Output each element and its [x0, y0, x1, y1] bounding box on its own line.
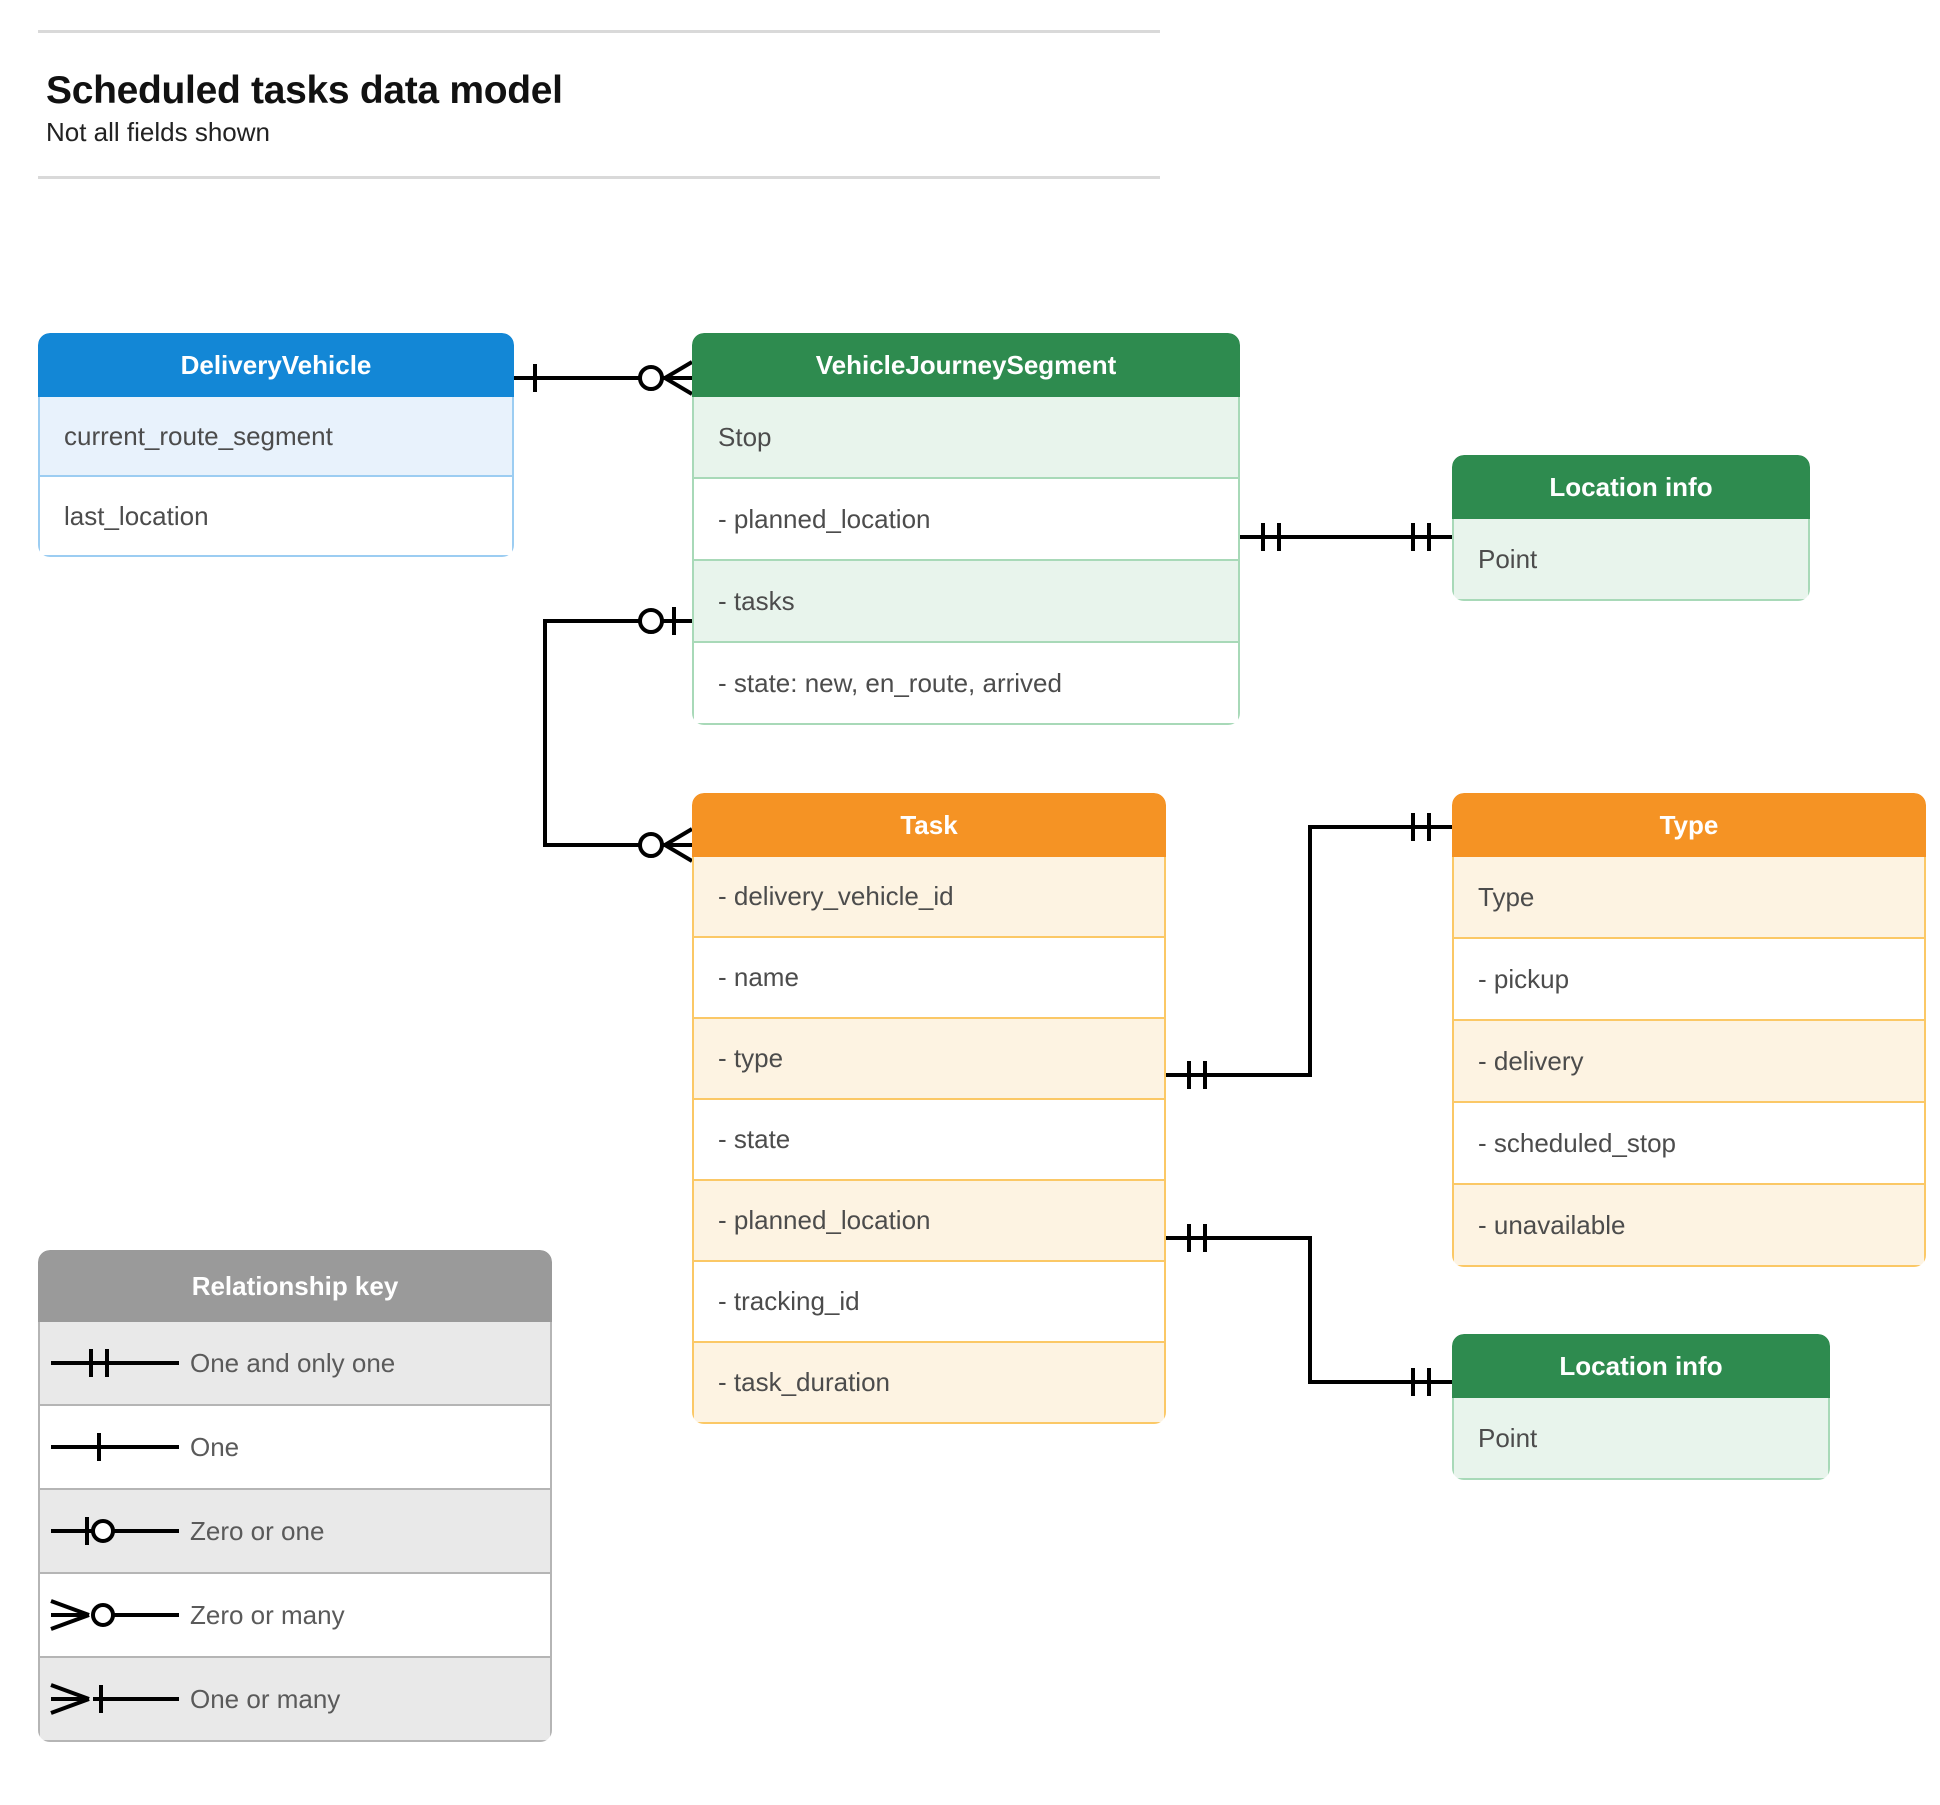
legend-label-4: One or many [190, 1683, 341, 1714]
entity-deliveryvehicle-row-1[interactable]: last_location [38, 477, 514, 557]
header-rule-bottom [38, 176, 1160, 179]
legend-label-2: Zero or one [190, 1515, 325, 1546]
one-icon [40, 1427, 190, 1467]
entity-location-info-bottom-row-0[interactable]: Point [1452, 1398, 1830, 1480]
connector-vjs-tasks-task [543, 619, 692, 847]
legend-header: Relationship key [38, 1250, 552, 1322]
entity-type-row-4[interactable]: - unavailable [1452, 1185, 1926, 1267]
entity-task-header: Task [692, 793, 1166, 857]
entity-task-row-3[interactable]: - state [692, 1100, 1166, 1181]
page-title: Scheduled tasks data model [46, 69, 563, 112]
entity-deliveryvehicle[interactable]: DeliveryVehicle current_route_segment la… [38, 333, 514, 557]
entity-location-info-top-header: Location info [1452, 455, 1810, 519]
legend-item-one-or-many[interactable]: One or many [38, 1658, 552, 1742]
marker-crow-task-a [663, 827, 694, 847]
entity-task-row-6[interactable]: - task_duration [692, 1343, 1166, 1424]
entity-location-info-bottom[interactable]: Location info Point [1452, 1334, 1830, 1480]
entity-vjs-row-1[interactable]: - planned_location [692, 479, 1240, 561]
one-or-many-icon [40, 1679, 190, 1719]
legend-item-one-and-only-one[interactable]: One and only one [38, 1322, 552, 1406]
entity-task-row-2[interactable]: - type [692, 1019, 1166, 1100]
marker-crow-vjs-a [663, 360, 694, 380]
legend-label-3: Zero or many [190, 1599, 345, 1630]
marker-crow-task-c [663, 843, 694, 863]
zero-or-many-icon [40, 1595, 190, 1635]
entity-deliveryvehicle-row-0[interactable]: current_route_segment [38, 397, 514, 477]
entity-deliveryvehicle-header: DeliveryVehicle [38, 333, 514, 397]
entity-type-row-3[interactable]: - scheduled_stop [1452, 1103, 1926, 1185]
legend-item-zero-or-one[interactable]: Zero or one [38, 1490, 552, 1574]
entity-vjs-row-0[interactable]: Stop [692, 397, 1240, 479]
entity-vjs-header: VehicleJourneySegment [692, 333, 1240, 397]
marker-circle-tasks [638, 608, 664, 634]
marker-crow-vjs-c [663, 376, 694, 396]
zero-or-one-icon [40, 1511, 190, 1551]
connector-task-type [1166, 825, 1452, 1077]
page-header: Scheduled tasks data model Not all field… [38, 30, 1160, 179]
one-and-only-one-icon [40, 1343, 190, 1383]
entity-task-row-1[interactable]: - name [692, 938, 1166, 1019]
entity-location-info-top-row-0[interactable]: Point [1452, 519, 1810, 601]
entity-type-row-1[interactable]: - pickup [1452, 939, 1926, 1021]
entity-vehiclejourneysegment[interactable]: VehicleJourneySegment Stop - planned_loc… [692, 333, 1240, 725]
legend-label-1: One [190, 1431, 240, 1462]
entity-task-row-0[interactable]: - delivery_vehicle_id [692, 857, 1166, 938]
entity-type-header: Type [1452, 793, 1926, 857]
entity-type[interactable]: Type Type - pickup - delivery - schedule… [1452, 793, 1926, 1267]
entity-location-info-top[interactable]: Location info Point [1452, 455, 1810, 601]
legend-label-0: One and only one [190, 1347, 396, 1378]
connector-task-locationinfo [1166, 1236, 1452, 1384]
page-subtitle: Not all fields shown [46, 117, 270, 147]
marker-circle-vjs [638, 365, 664, 391]
entity-type-row-0[interactable]: Type [1452, 857, 1926, 939]
entity-vjs-row-2[interactable]: - tasks [692, 561, 1240, 643]
entity-type-row-2[interactable]: - delivery [1452, 1021, 1926, 1103]
entity-task-row-4[interactable]: - planned_location [692, 1181, 1166, 1262]
legend-item-zero-or-many[interactable]: Zero or many [38, 1574, 552, 1658]
entity-task[interactable]: Task - delivery_vehicle_id - name - type… [692, 793, 1166, 1424]
legend-relationship-key[interactable]: Relationship key One and only one One [38, 1250, 552, 1742]
entity-vjs-row-3[interactable]: - state: new, en_route, arrived [692, 643, 1240, 725]
marker-circle-task [638, 832, 664, 858]
entity-location-info-bottom-header: Location info [1452, 1334, 1830, 1398]
legend-item-one[interactable]: One [38, 1406, 552, 1490]
entity-task-row-5[interactable]: - tracking_id [692, 1262, 1166, 1343]
header-rule-top [38, 30, 1160, 33]
